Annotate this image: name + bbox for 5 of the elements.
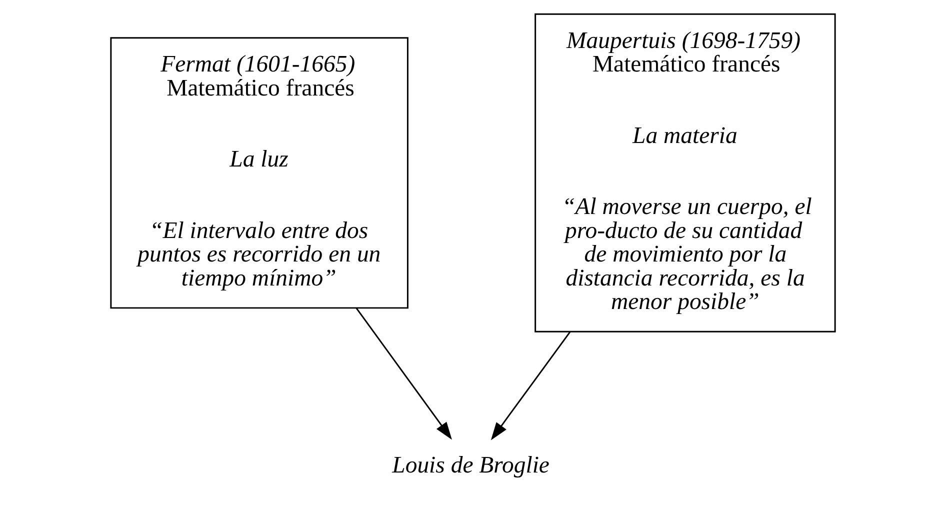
node-text: Louis de Broglie xyxy=(392,452,549,478)
node-box: Maupertuis (1698-1759) Matemático francés La materia “Al moverse un cuerpo, el pro-ducto de su cantidad de movimiento por la distancia recorrida, es la menor posible” xyxy=(534,13,836,332)
arrow xyxy=(490,332,570,440)
arrow xyxy=(355,308,452,440)
node-box: Fermat (1601-1665) Matemático francés La luz “El intervalo entre dos puntos es recorrido en un tiempo mínimo” xyxy=(110,37,408,309)
